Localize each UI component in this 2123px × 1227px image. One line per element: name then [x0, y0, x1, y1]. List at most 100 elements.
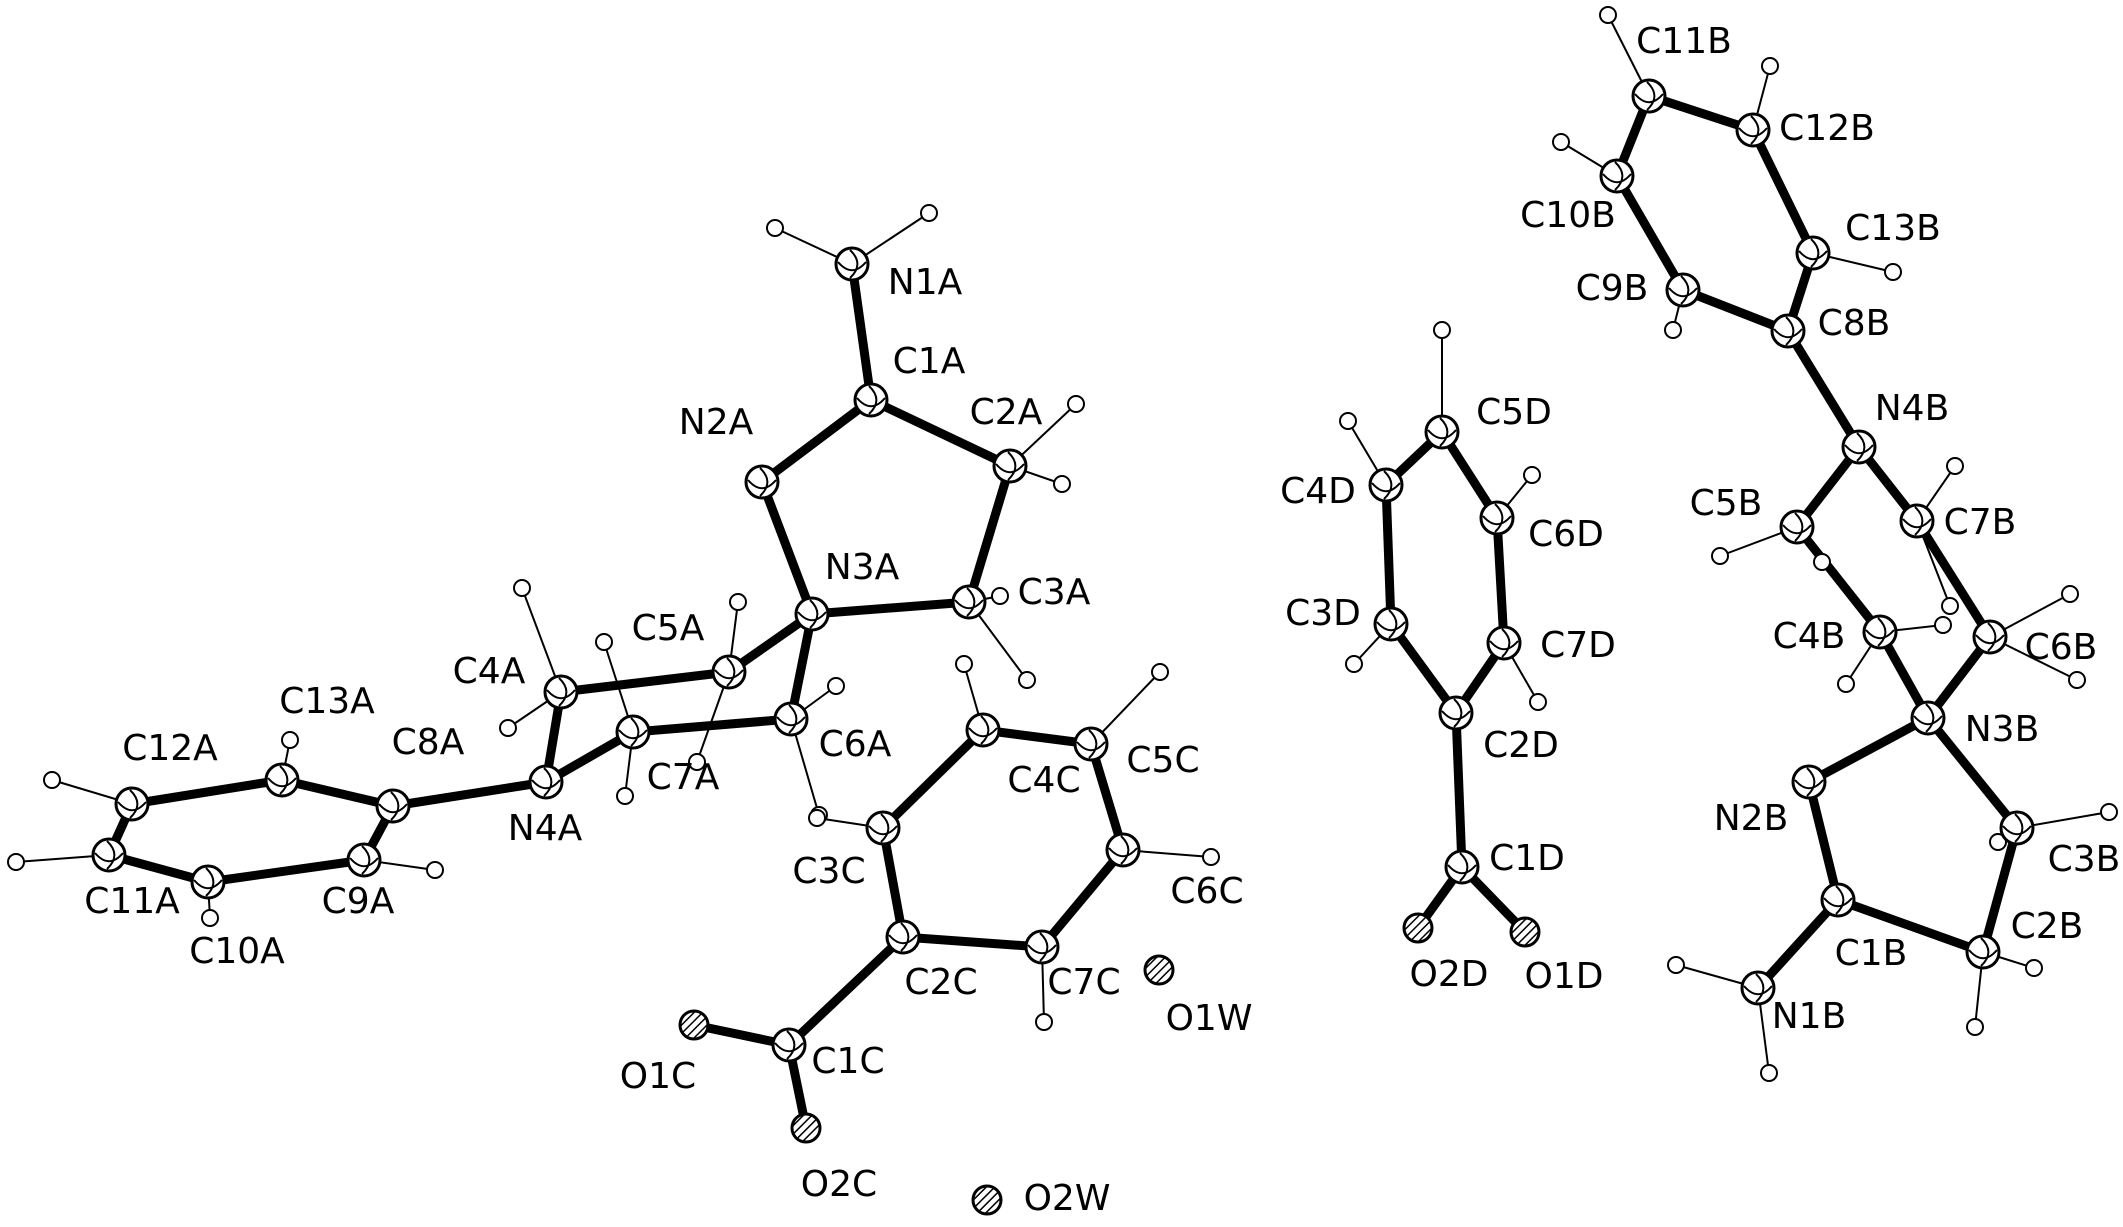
atom-label-o2c: O2C	[801, 1164, 877, 1205]
hydrogen-atom	[513, 579, 531, 597]
bond-C1B-N1B	[1753, 895, 1843, 993]
hydrogen-atom	[201, 909, 219, 927]
atom-label-o1d: O1D	[1525, 956, 1604, 997]
atom-C11A	[91, 837, 127, 873]
hydrogen-atom	[920, 204, 938, 222]
atom-label-n4a: N4A	[508, 808, 583, 849]
atom-label-c6d: C6D	[1528, 514, 1604, 555]
atom-label-c2d: C2D	[1483, 725, 1559, 766]
bond-C9B-C8B	[1678, 285, 1793, 336]
bond-C7B-C6B	[1912, 516, 1995, 642]
atom-N3A	[794, 596, 830, 632]
atom-C5D	[1424, 414, 1460, 450]
atom-label-c7d: C7D	[1540, 625, 1616, 666]
atom-C3C	[865, 810, 901, 846]
hydrogen-atom	[2068, 671, 2086, 689]
atom-label-o1c: O1C	[620, 1056, 696, 1097]
atom-label-o2w: O2W	[1024, 1178, 1111, 1219]
h-bond-C4A	[521, 587, 562, 693]
bond-C8B-N4B	[1783, 326, 1864, 452]
atom-O1W	[1143, 954, 1175, 986]
hydrogen-atom	[1966, 1018, 1984, 1036]
atom-C12A	[114, 786, 150, 822]
bond-C2A-C3A	[964, 461, 1015, 607]
atom-C4C	[965, 712, 1001, 748]
hydrogen-atom	[1345, 655, 1363, 673]
atom-label-c10a: C10A	[189, 931, 285, 972]
atom-C3A	[951, 584, 987, 620]
atom-N2A	[744, 464, 780, 500]
atom-C2C	[885, 919, 921, 955]
hydrogen-atom	[2061, 585, 2079, 603]
bond-C7A-C6A	[628, 714, 796, 737]
atom-label-o2d: O2D	[1410, 954, 1489, 995]
atom-N4B	[1841, 429, 1877, 465]
atom-C8B	[1770, 313, 1806, 349]
hydrogen-atom	[1053, 475, 1071, 493]
atom-O2W	[971, 1184, 1003, 1216]
atom-label-c10b: C10B	[1520, 195, 1616, 236]
hydrogen-atom	[1339, 412, 1357, 430]
atom-label-c2c: C2C	[904, 962, 977, 1003]
atom-C4D	[1368, 467, 1404, 503]
atom-label-n2a: N2A	[679, 402, 754, 443]
atom-C1D	[1444, 849, 1480, 885]
hydrogen-atom	[1599, 6, 1617, 24]
bond-N1A-C1A	[847, 259, 876, 405]
atom-label-c7a: C7A	[647, 757, 720, 798]
atom-label-c8b: C8B	[1818, 303, 1891, 344]
hydrogen-atom	[688, 753, 706, 771]
atom-N2B	[1791, 764, 1827, 800]
atom-C7A	[615, 714, 651, 750]
bond-N3B-C3B	[1923, 713, 2022, 833]
atom-label-c12b: C12B	[1779, 108, 1875, 149]
hydrogen-atom	[2025, 959, 2043, 977]
atom-N1B	[1740, 970, 1776, 1006]
hydrogen-atom	[1529, 693, 1547, 711]
atom-C2D	[1438, 695, 1474, 731]
bond-C10B-C9B	[1612, 171, 1688, 295]
atom-label-c7b: C7B	[1944, 502, 2017, 543]
atom-label-c9a: C9A	[322, 881, 395, 922]
atom-label-c5a: C5A	[632, 608, 705, 649]
hydrogen-atom	[1761, 57, 1779, 75]
bond-C4C-C5C	[978, 725, 1096, 749]
bond-C10A-C9A	[203, 855, 369, 887]
bond-C2C-C3C	[878, 823, 908, 942]
atom-label-o1w: O1W	[1166, 998, 1253, 1039]
atom-label-c8a: C8A	[392, 722, 465, 763]
atom-label-n3b: N3B	[1965, 709, 2040, 750]
hydrogen-atom	[808, 809, 826, 827]
atom-C3B	[1999, 810, 2035, 846]
atom-label-c6b: C6B	[2025, 627, 2098, 668]
bond-C5C-C6C	[1086, 739, 1128, 855]
hydrogen-atom	[1202, 848, 1220, 866]
atom-C4A	[543, 674, 579, 710]
bond-C1B-C2B	[1833, 895, 1988, 957]
bond-C3B-C2B	[1978, 823, 2022, 957]
hydrogen-atom	[43, 771, 61, 789]
bond-N3A-C6A	[786, 609, 817, 724]
bond-C6D-C7D	[1492, 513, 1509, 648]
hydrogen-atom	[1989, 833, 2007, 851]
atom-label-c3a: C3A	[1018, 572, 1091, 613]
hydrogen-atom	[426, 861, 444, 879]
atom-N4A	[528, 764, 564, 800]
atom-label-c3b: C3B	[2048, 839, 2121, 880]
hydrogen-atom	[1941, 597, 1959, 615]
atom-C9A	[346, 842, 382, 878]
hydrogen-atom	[991, 587, 1009, 605]
atom-label-c4b: C4B	[1773, 616, 1846, 657]
atom-label-n1b: N1B	[1772, 996, 1847, 1037]
atom-label-c11b: C11B	[1636, 21, 1732, 62]
atom-N3B	[1910, 700, 1946, 736]
atom-C2B	[1965, 934, 2001, 970]
atom-label-c3c: C3C	[792, 851, 865, 892]
atom-C13A	[264, 762, 300, 798]
atom-C2A	[992, 448, 1028, 484]
atom-label-c9b: C9B	[1576, 268, 1649, 309]
atom-label-c3d: C3D	[1285, 593, 1361, 634]
atom-C5A	[711, 654, 747, 690]
hydrogen-atom	[595, 633, 613, 651]
